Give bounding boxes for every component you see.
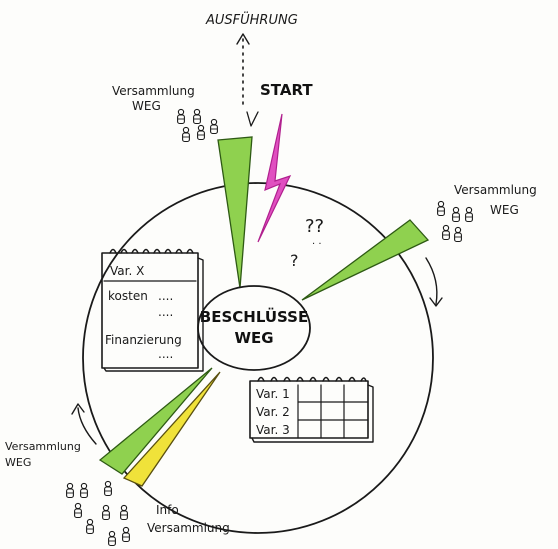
variant-1-label: Var. 1 [256, 387, 290, 401]
notepad-var-x-costs: kosten [108, 289, 148, 303]
start-marker [246, 111, 259, 127]
notepad-variants: Var. 1 Var. 2 Var. 3 [249, 376, 374, 443]
info-assembly-line1: Info [156, 503, 179, 517]
notepad-var-x-title: Var. X [110, 264, 144, 278]
person-icon [102, 504, 110, 521]
person-icon [454, 226, 462, 243]
person-icon [197, 124, 205, 141]
decisions-circle [197, 285, 311, 371]
person-icon [80, 482, 88, 499]
wedge-right [301, 219, 430, 301]
execution-arrowhead [236, 33, 250, 45]
cycle-arrow-right [425, 257, 438, 305]
notepad-variants-spiral [257, 376, 367, 382]
execution-label: AUSFÜHRUNG [205, 11, 298, 28]
person-icon [465, 206, 473, 223]
notepad-variants-shadow [251, 384, 374, 443]
person-icon [120, 504, 128, 521]
decisions-line2: WEG [234, 329, 273, 347]
wedge-left [98, 367, 213, 475]
question-marks-1: ?? [305, 216, 324, 237]
decisions-line1: BESCHLÜSSE [200, 307, 308, 326]
start-label: START [260, 81, 313, 99]
assembly-right-line2: WEG [490, 203, 519, 217]
people-group-bottom [66, 480, 130, 547]
person-icon [104, 480, 112, 497]
person-icon [74, 502, 82, 519]
assembly-top-line2: WEG [132, 99, 161, 113]
person-icon [210, 118, 218, 135]
notepad-var-x-shadow [103, 257, 204, 372]
person-icon [86, 518, 94, 535]
wedge-top [217, 136, 253, 289]
notepad-var-x-finance: Finanzierung [105, 333, 182, 347]
notepad-variants-grid [297, 384, 369, 439]
lightning-bolt [257, 113, 292, 243]
cycle-arrow-right-head [429, 297, 443, 307]
cycle-circle [82, 182, 434, 534]
notepad-var-x: Var. X kosten .... .... Finanzierung ...… [101, 248, 204, 372]
person-icon [193, 108, 201, 125]
assembly-left-line1: Versammlung [5, 440, 81, 453]
question-mark-2: ? [290, 251, 299, 270]
notepad-var-x-dots2: .... [158, 305, 173, 319]
person-icon [182, 126, 190, 143]
person-icon [452, 206, 460, 223]
cycle-arrow-left-head [71, 403, 85, 415]
assembly-top-line1: Versammlung [112, 84, 195, 98]
notepad-variants-page [249, 380, 369, 439]
people-group-right [437, 200, 473, 243]
variant-3-label: Var. 3 [256, 423, 290, 437]
person-icon [108, 530, 116, 547]
assembly-left-line2: WEG [5, 456, 31, 469]
info-assembly-line2: Versammlung [147, 521, 230, 535]
wedge-info [122, 371, 221, 487]
variant-2-label: Var. 2 [256, 405, 290, 419]
person-icon [442, 224, 450, 241]
assembly-right-line1: Versammlung [454, 183, 537, 197]
question-dots: . . [312, 236, 322, 247]
notepad-var-x-dots3: .... [158, 347, 173, 361]
notepad-var-x-page [101, 252, 199, 369]
cycle-arrow-left [77, 407, 97, 445]
notepad-var-x-dots1: .... [158, 289, 173, 303]
people-group-top [177, 108, 218, 143]
person-icon [177, 108, 185, 125]
person-icon [437, 200, 445, 217]
person-icon [122, 526, 130, 543]
notepad-var-x-spiral [109, 248, 194, 254]
person-icon [66, 482, 74, 499]
